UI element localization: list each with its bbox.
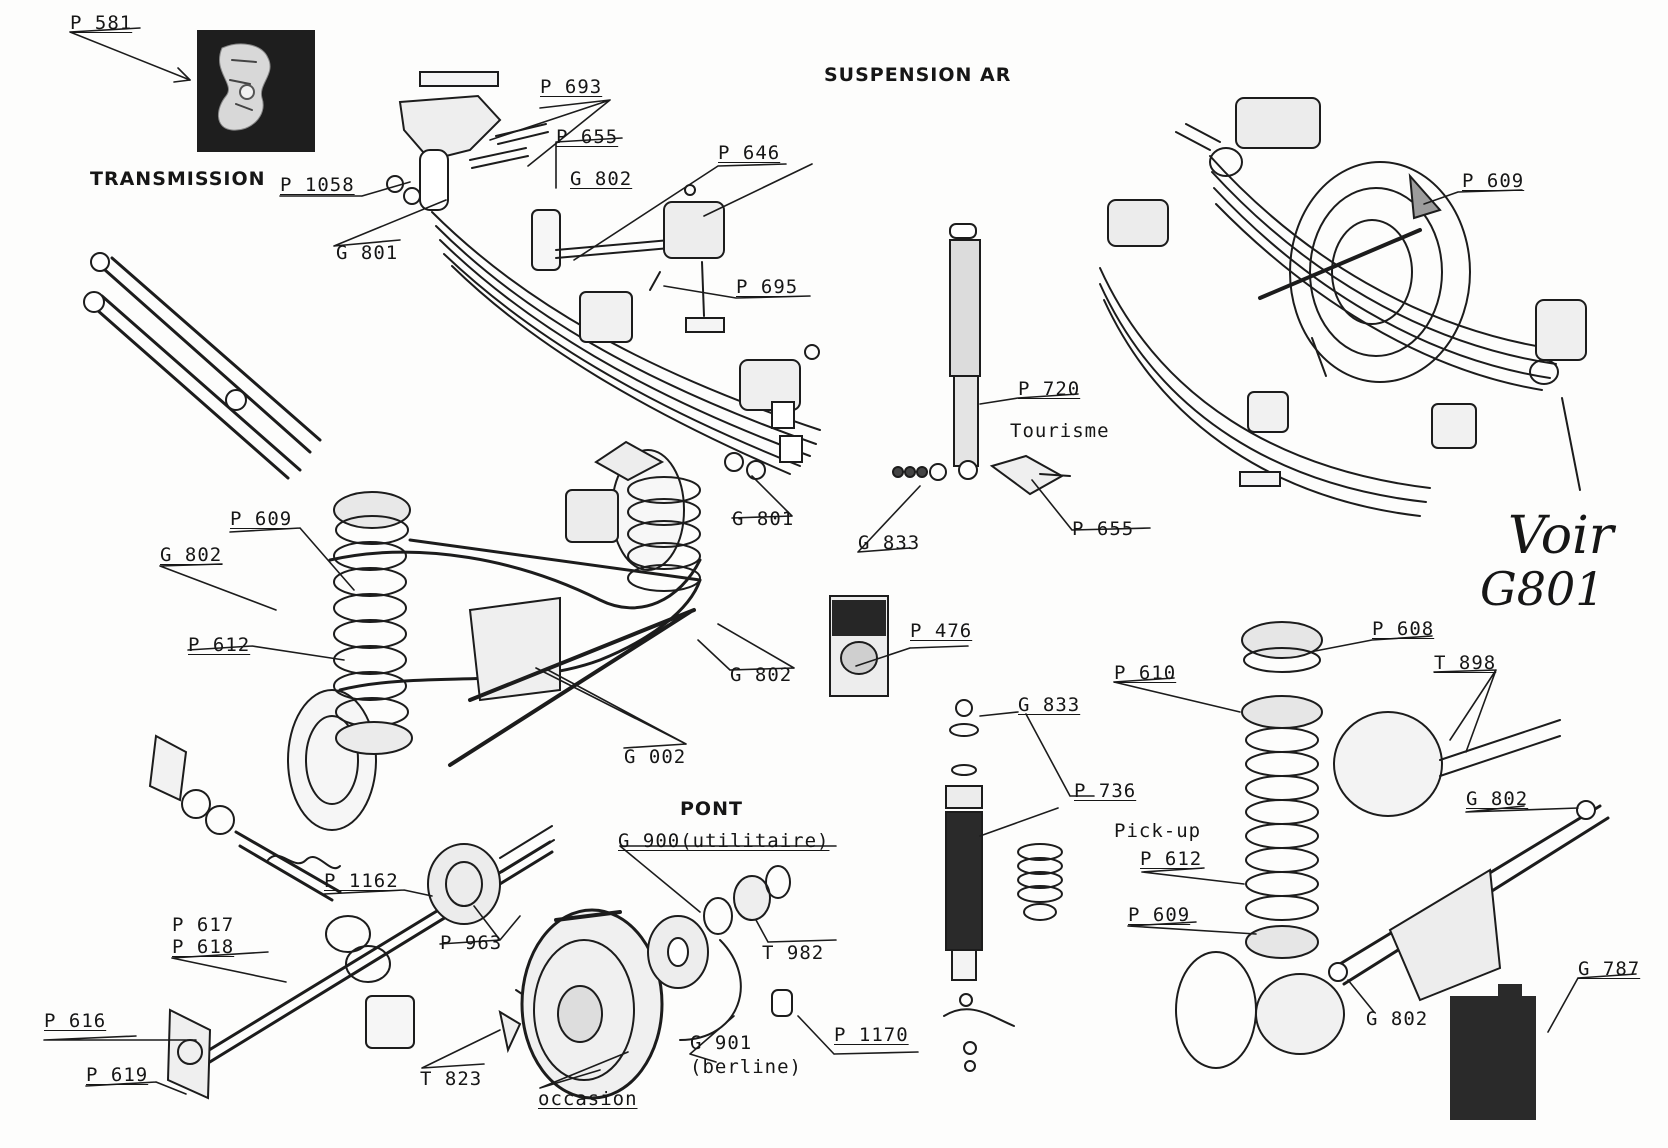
part-label-p1170: P 1170 [834,1024,909,1046]
part-label-g801: G 801 [732,508,795,530]
part-label-p609: P 609 [1462,170,1525,192]
part-label-p581: P 581 [70,12,133,34]
coil-spring-center [594,440,701,592]
shock-absorber-tourisme [892,223,1071,496]
part-label-p476: P 476 [910,620,973,642]
coil-spring-left [333,491,413,755]
part-label-p617: P 617 [172,914,235,936]
handwritten-note-line1: Voir [1508,506,1614,566]
part-label-p609: P 609 [230,508,293,530]
part-label-p963: P 963 [440,932,503,954]
oil-can-p476 [829,595,889,697]
heading-transmission: TRANSMISSION [90,168,266,190]
heading-suspension: SUSPENSION AR [824,64,1012,86]
transmission-photo [197,30,315,152]
part-label-t898: T 898 [1434,652,1497,674]
part-label-p655: P 655 [556,126,619,148]
part-label-t823: T 823 [420,1068,483,1090]
part-label-p619: P 619 [86,1064,149,1086]
torque-tubes [83,252,322,480]
part-label-p693: P 693 [540,76,603,98]
part-label-p612: P 612 [1140,848,1203,870]
coil-spring-right [1241,621,1323,959]
heading-pont: PONT [680,798,743,820]
part-label-p609: P 609 [1128,904,1191,926]
part-label-p612: P 612 [188,634,251,656]
part-label-p655: P 655 [1072,518,1135,540]
part-label-g900: G 900(utilitaire) [618,830,830,852]
part-label-g801: G 801 [336,242,399,264]
caption-tourisme: Tourisme [1010,420,1110,442]
part-label-g802: G 802 [570,168,633,190]
part-label-g901: G 901 [690,1032,753,1054]
caption-occasion: occasion [538,1088,638,1110]
part-label-g833: G 833 [858,532,921,554]
part-label-p1162: P 1162 [324,870,399,892]
grease-tin-g787 [1450,984,1536,1120]
part-label-g802: G 802 [1466,788,1529,810]
part-label-g002: G 002 [624,746,687,768]
part-label-p1058: P 1058 [280,174,355,196]
leaf-spring-assembly-right [1099,97,1587,517]
handwritten-note-line2: G801 [1480,562,1605,616]
part-label-g787: G 787 [1578,958,1641,980]
hub-bearings [498,865,793,1054]
brake-drum-occasion [520,908,664,1100]
part-label-g833: G 833 [1018,694,1081,716]
part-label-g802: G 802 [1366,1008,1429,1030]
caption-berline: (berline) [690,1056,802,1078]
leader-lines [43,27,1637,1095]
part-label-p616: P 616 [44,1010,107,1032]
caption-pickup: Pick-up [1114,820,1202,842]
part-label-p720: P 720 [1018,378,1081,400]
part-label-t982: T 982 [762,942,825,964]
part-label-p608: P 608 [1372,618,1435,640]
part-label-p695: P 695 [736,276,799,298]
part-label-g802: G 802 [730,664,793,686]
leaf-spring-assembly-left [386,71,821,480]
rear-axle-right [1175,711,1610,1069]
half-shaft-assembly [148,734,555,1100]
shock-absorber-pickup [943,699,1063,1072]
part-label-p610: P 610 [1114,662,1177,684]
part-label-g802: G 802 [160,544,223,566]
part-label-p646: P 646 [718,142,781,164]
part-label-p618: P 618 [172,936,235,958]
part-label-p736: P 736 [1074,780,1137,802]
